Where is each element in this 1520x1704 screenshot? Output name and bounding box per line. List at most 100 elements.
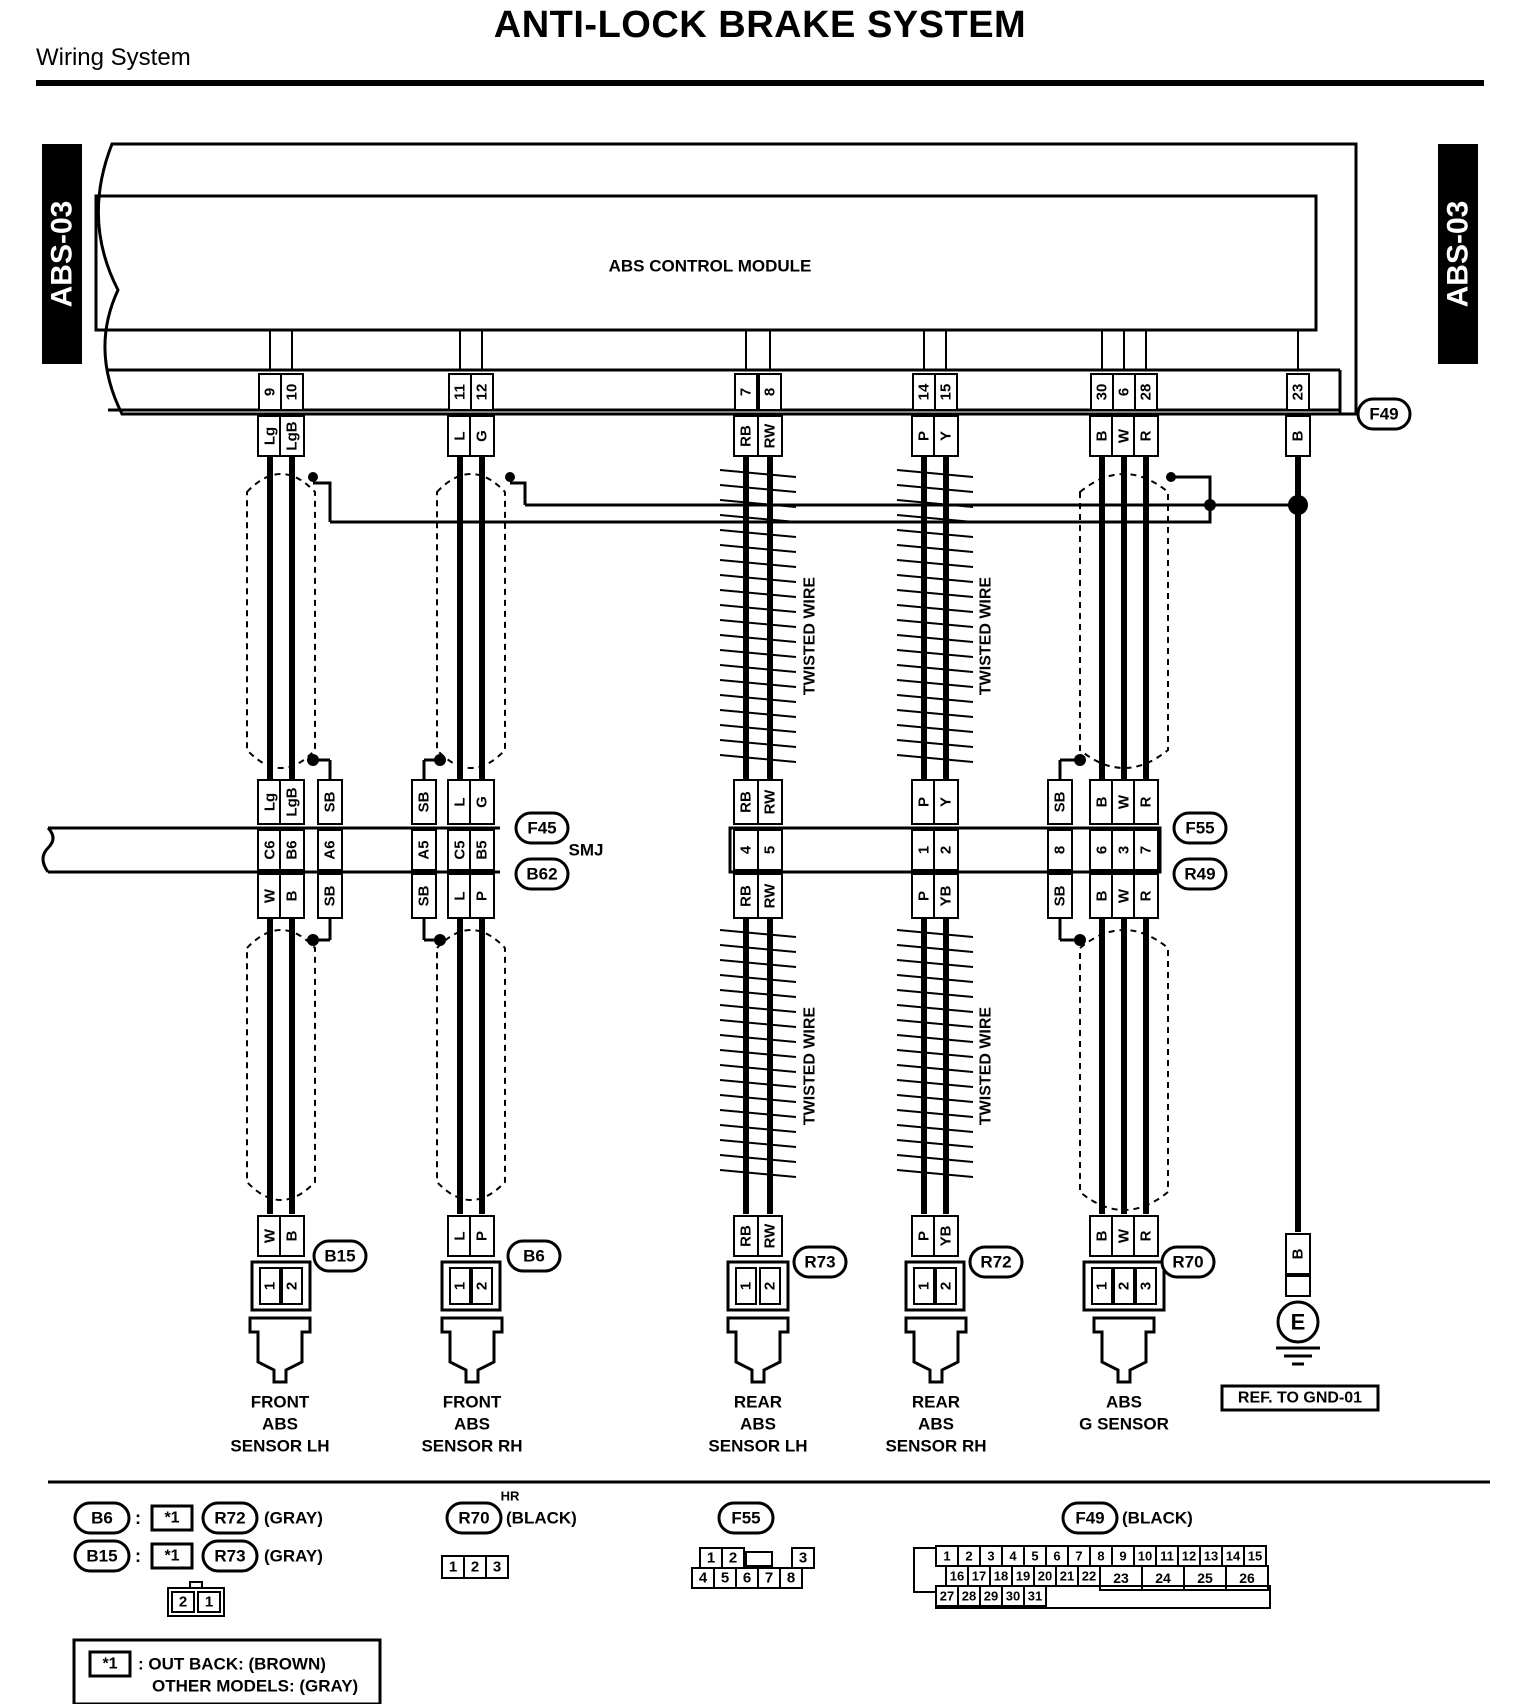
joint-pin-3: 3 [1116, 846, 1133, 854]
joint-pin-8: 8 [1052, 846, 1069, 854]
joint-pin-4: 4 [738, 845, 755, 854]
sensor-pin-box [449, 1267, 471, 1305]
legend-f55-key [745, 1551, 773, 1567]
pin-30: 30 [1094, 384, 1111, 401]
joint-lower-W-box [257, 873, 283, 919]
shield-drain-bus [313, 481, 332, 522]
sensor-pin-box [935, 1267, 957, 1305]
sensor-wire-RB-box [733, 1215, 759, 1257]
smj-bar [41, 826, 500, 874]
pin-23-box [1286, 373, 1310, 411]
sensor-name-b15: ABS [262, 1415, 298, 1434]
sensor-wire-P-box [469, 1215, 495, 1257]
wire-W-color: W [1116, 428, 1133, 443]
twist-rear-lh-lower [720, 930, 796, 1185]
joint-upper-RB-box [733, 779, 759, 825]
connector-f49: F49 [1369, 405, 1398, 424]
shield-g-sensor-upper [1079, 473, 1169, 769]
sensor-pin: 1 [1094, 1282, 1111, 1290]
wire-LgB-color-box [279, 415, 305, 457]
sensor-wire-W-box [257, 1215, 283, 1257]
sensor-wire-B-box [279, 1215, 305, 1257]
connector-f55: F55 [1185, 819, 1214, 838]
joint-upper-Y-box [933, 779, 959, 825]
legend-note-line2: OTHER MODELS: (GRAY) [152, 1677, 358, 1696]
legend-f49-pin-1: 1 [943, 1549, 950, 1564]
sensor-wire-R: R [1138, 1230, 1155, 1241]
connector-f55-outline [1172, 811, 1228, 845]
sensor-wire-L: L [452, 1231, 469, 1240]
pin-10: 10 [284, 384, 301, 401]
sensor-pin: 1 [738, 1282, 755, 1290]
twist-rear-lh-upper [720, 470, 796, 770]
joint-pin-3-box [1111, 829, 1137, 871]
sensor-pin: 2 [762, 1282, 779, 1290]
sensor-pin-box [1091, 1267, 1113, 1305]
connector-r70: R70 [1172, 1253, 1203, 1272]
connector-r70-outline [1160, 1245, 1216, 1279]
legend-b6-outline [73, 1501, 131, 1535]
legend-r73-outline [201, 1539, 259, 1573]
joint-pin-6: 6 [1094, 846, 1111, 854]
sensor-wire-B: B [1094, 1230, 1111, 1241]
splice-dot [1204, 499, 1216, 511]
sensor-name-r72: SENSOR RH [885, 1437, 986, 1456]
pin-23: 23 [1290, 384, 1307, 401]
connector-r49-outline [1172, 857, 1228, 891]
ground-splice-dot [1288, 495, 1308, 515]
joint-pin-A6-box [317, 829, 343, 871]
connector-f45-outline [514, 811, 570, 845]
sensor-pin: 2 [474, 1282, 491, 1290]
legend-b15-outline [73, 1539, 131, 1573]
joint-pin-C6-box [257, 829, 283, 871]
shield-front-lh-lower [246, 929, 316, 1201]
connector-r72-outline [968, 1245, 1024, 1279]
page-title: ANTI-LOCK BRAKE SYSTEM [493, 4, 1027, 46]
joint-lower-YB-box [933, 873, 959, 919]
joint-pin-A5-box [411, 829, 437, 871]
wire-R-color: R [1138, 430, 1155, 441]
sensor-name-b6: ABS [454, 1415, 490, 1434]
legend-f49-pin-25: 25 [1197, 1570, 1213, 1586]
legend-sep: : [135, 1508, 141, 1528]
legend-r70-outline [445, 1501, 503, 1535]
drain-dot [308, 472, 318, 482]
shield-front-lh-upper [246, 473, 316, 769]
ground-ref-box [1220, 1384, 1380, 1412]
sensor-pin: 1 [916, 1282, 933, 1290]
module-inner-box [94, 194, 1318, 332]
drain-dot [434, 754, 446, 766]
sensor-pin: 2 [938, 1282, 955, 1290]
sensor-pin-box [1135, 1267, 1157, 1305]
sensor-name-r72: REAR [912, 1393, 960, 1412]
connector-r49: R49 [1184, 865, 1215, 884]
joint-pin-6-box [1089, 829, 1115, 871]
legend-f49-pin-6: 6 [1053, 1549, 1060, 1564]
sensor-wire-B-box [1089, 1215, 1115, 1257]
joint-lower-W: W [1116, 888, 1133, 903]
wire-B-color: B [1094, 430, 1111, 441]
joint-lower-SB-box [411, 873, 437, 919]
joint-upper-B: B [1094, 796, 1111, 807]
side-tab-right-label: ABS-03 [1442, 201, 1475, 308]
legend-f49-pin-14: 14 [1226, 1549, 1241, 1564]
legend-f55-pin-2: 2 [729, 1550, 737, 1567]
connector-r73: R73 [804, 1253, 835, 1272]
legend-f55-pin-7: 7 [765, 1570, 773, 1587]
joint-lower-B-box [279, 873, 305, 919]
legend-f49-pin-31: 31 [1028, 1589, 1042, 1604]
legend-note-mark-box [88, 1650, 132, 1678]
wire-B-color-box [1089, 415, 1115, 457]
sensor-name-b15: FRONT [251, 1393, 310, 1412]
joint-upper-SB-box [411, 779, 437, 825]
legend-f49-outline [1061, 1501, 1119, 1535]
sensor-pin: 1 [262, 1282, 279, 1290]
wire-LgB-color: LgB [284, 421, 301, 450]
legend-mark: *1 [164, 1510, 179, 1527]
connector-r73-outline [792, 1245, 848, 1279]
legend-pin-cell [779, 1567, 803, 1589]
joint-upper-G: G [474, 796, 491, 808]
legend-f49-pin-20: 20 [1038, 1569, 1052, 1584]
legend-f49-pin-11: 11 [1160, 1549, 1174, 1564]
legend-r72: R72 [214, 1509, 245, 1528]
